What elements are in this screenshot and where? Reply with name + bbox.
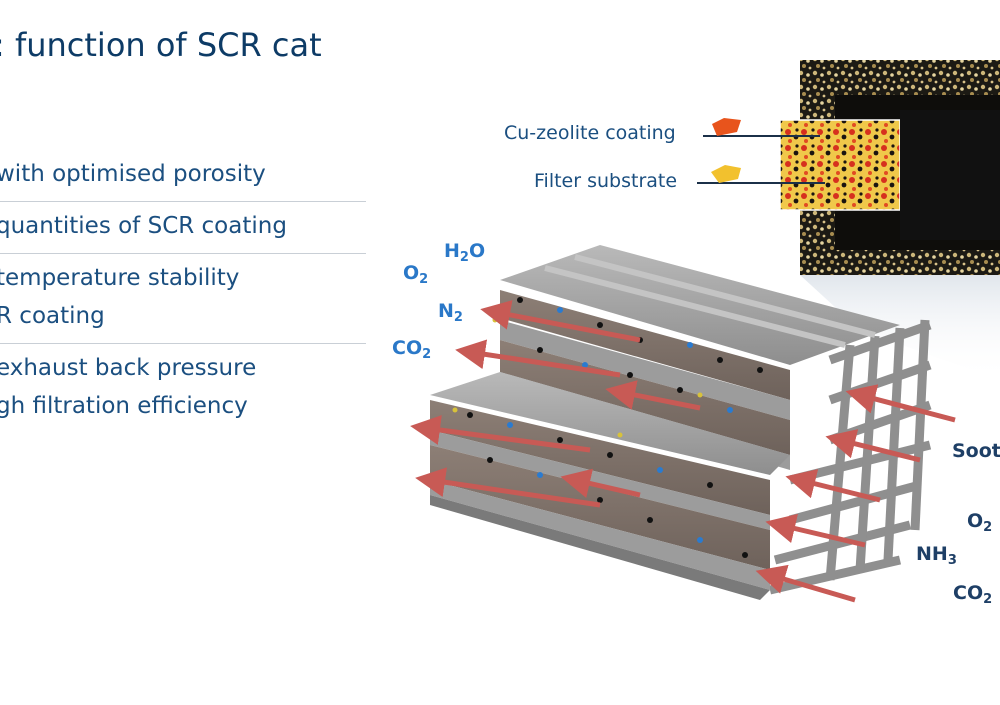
feature-list: with optimised porosity quantities of SC…: [0, 150, 366, 433]
feature-item-porosity: with optimised porosity: [0, 150, 366, 202]
gas-base: CO: [392, 337, 423, 359]
gas-label-h2o: H2O: [444, 240, 485, 265]
gas-base: O: [967, 510, 984, 532]
page-title: : function of SCR cat: [0, 26, 322, 64]
gas-base: H: [444, 240, 460, 262]
feature-line: temperature stability: [0, 265, 240, 291]
gas-subscript: 2: [459, 250, 469, 265]
flow-arrows: [410, 300, 956, 603]
gas-label-co2-in: CO2: [953, 582, 992, 607]
gas-subscript: 2: [983, 592, 993, 607]
gas-base: O: [403, 262, 420, 284]
feature-item-back-pressure: exhaust back pressure gh filtration effi…: [0, 344, 366, 433]
feature-line: gh filtration efficiency: [0, 393, 248, 419]
gas-label-o2-out: O2: [403, 262, 428, 287]
gas-label-nh3: NH3: [916, 543, 957, 568]
substrate-swatch: [711, 165, 741, 183]
filter-diagram: [410, 60, 1000, 603]
lower-filter-block: [430, 372, 790, 600]
gas-label-co2-out: CO2: [392, 337, 431, 362]
feature-line: R coating: [0, 303, 105, 329]
gas-base: CO: [953, 582, 984, 604]
gas-subscript: 2: [983, 520, 993, 535]
gas-label-n2: N2: [438, 300, 463, 325]
feature-item-coating-quantity: quantities of SCR coating: [0, 202, 366, 254]
gas-base: N: [438, 300, 454, 322]
coating-label: Cu-zeolite coating: [504, 122, 676, 144]
feature-item-temperature-stability: temperature stability R coating: [0, 254, 366, 344]
gas-subscript: 2: [453, 310, 463, 325]
micrograph-inset: [779, 60, 1000, 275]
feature-line: quantities of SCR coating: [0, 213, 287, 239]
gas-subscript: 2: [422, 347, 432, 362]
gas-subscript: 3: [947, 553, 957, 568]
coating-swatch: [712, 118, 741, 136]
substrate-label: Filter substrate: [534, 170, 678, 192]
feature-line: exhaust back pressure: [0, 355, 257, 381]
gas-subscript: 2: [419, 272, 429, 287]
gas-base: NH: [916, 543, 948, 565]
gas-label-soot: Soot: [952, 440, 1000, 462]
feature-line: with optimised porosity: [0, 161, 266, 187]
gas-label-o2-in: O2: [967, 510, 992, 535]
gas-tail: O: [468, 240, 486, 262]
